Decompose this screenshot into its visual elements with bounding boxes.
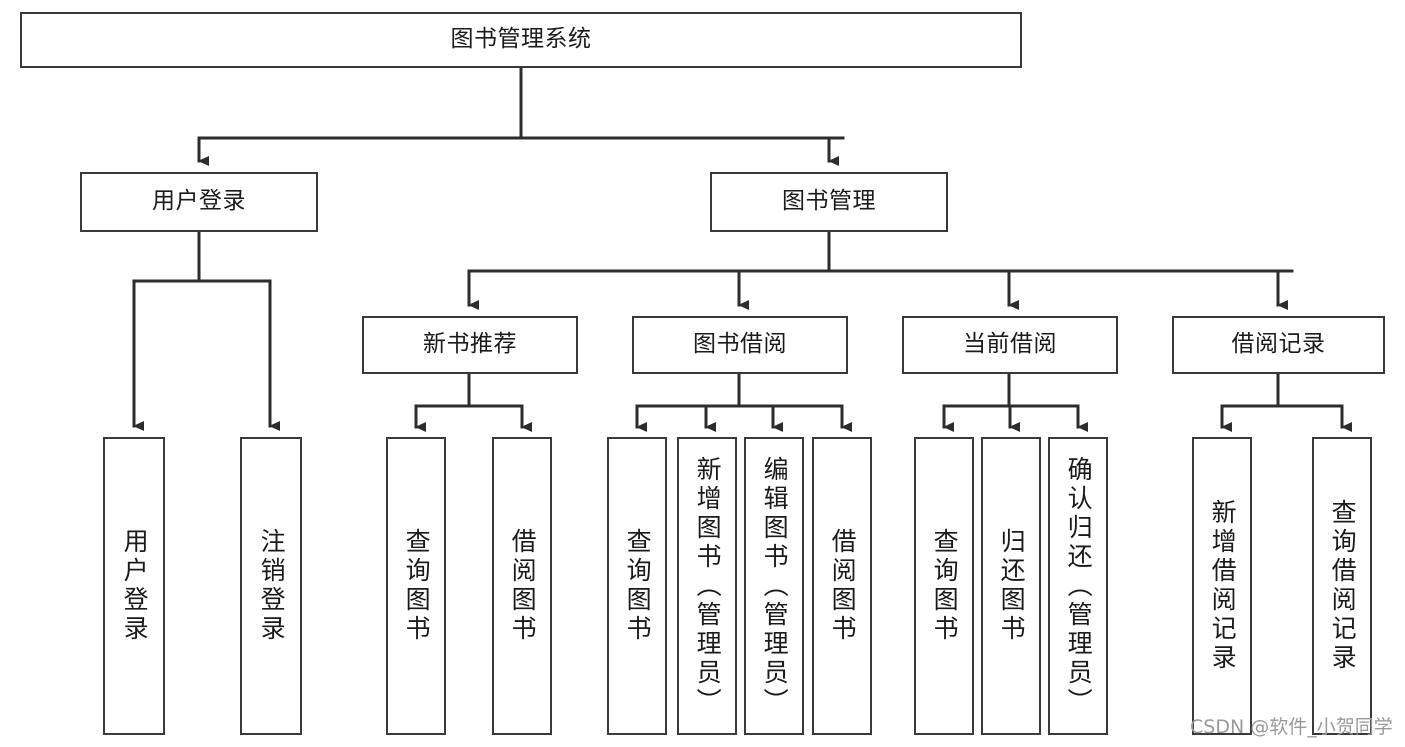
node-leaf-rec-query-label: 查询图书 [402,528,432,644]
node-leaf-cur-query[interactable]: 查询图书 [914,437,974,735]
node-new-book-rec-label: 新书推荐 [423,331,517,358]
node-current-borrow[interactable]: 当前借阅 [902,316,1118,374]
node-leaf-rec-add-label: 新增借阅记录 [1208,499,1238,673]
node-leaf-cur-confirm[interactable]: 确认归还（管理员） [1048,437,1108,735]
node-leaf-rec-query[interactable]: 查询图书 [386,437,446,735]
node-leaf-rec-add[interactable]: 新增借阅记录 [1192,437,1252,735]
node-leaf-rec-search[interactable]: 查询借阅记录 [1312,437,1372,735]
node-root-label: 图书管理系统 [450,26,592,53]
node-user-login-label: 用户登录 [152,188,246,215]
node-leaf-rec-borrow-label: 借阅图书 [508,528,538,644]
node-borrow-record[interactable]: 借阅记录 [1172,316,1385,374]
node-leaf-borrow-query[interactable]: 查询图书 [607,437,667,735]
node-book-borrow[interactable]: 图书借阅 [632,316,848,374]
node-root[interactable]: 图书管理系统 [20,12,1022,68]
node-leaf-cur-confirm-label: 确认归还（管理员） [1064,455,1094,717]
node-leaf-borrow-add[interactable]: 新增图书（管理员） [677,437,737,735]
node-leaf-rec-borrow[interactable]: 借阅图书 [492,437,552,735]
node-book-manage-label: 图书管理 [782,188,876,215]
node-book-borrow-label: 图书借阅 [693,331,787,358]
node-book-manage[interactable]: 图书管理 [710,172,948,232]
node-user-login[interactable]: 用户登录 [80,172,318,232]
node-leaf-user-login-label: 用户登录 [120,528,150,644]
node-leaf-rec-search-label: 查询借阅记录 [1328,499,1358,673]
node-leaf-cur-return[interactable]: 归还图书 [981,437,1041,735]
node-leaf-borrow-do[interactable]: 借阅图书 [812,437,872,735]
node-new-book-rec[interactable]: 新书推荐 [362,316,578,374]
node-leaf-borrow-edit-label: 编辑图书（管理员） [760,455,790,717]
node-current-borrow-label: 当前借阅 [963,331,1057,358]
node-leaf-user-logout-label: 注销登录 [257,528,287,644]
node-leaf-borrow-do-label: 借阅图书 [828,528,858,644]
node-leaf-borrow-edit[interactable]: 编辑图书（管理员） [744,437,804,735]
node-leaf-cur-return-label: 归还图书 [997,528,1027,644]
node-leaf-user-logout[interactable]: 注销登录 [240,437,302,735]
node-leaf-borrow-query-label: 查询图书 [623,528,653,644]
node-borrow-record-label: 借阅记录 [1231,331,1326,358]
node-leaf-borrow-add-label: 新增图书（管理员） [693,455,723,717]
node-leaf-user-login[interactable]: 用户登录 [103,437,165,735]
node-leaf-cur-query-label: 查询图书 [930,528,960,644]
watermark-text: CSDN @软件_小贺同学 [1190,716,1393,738]
